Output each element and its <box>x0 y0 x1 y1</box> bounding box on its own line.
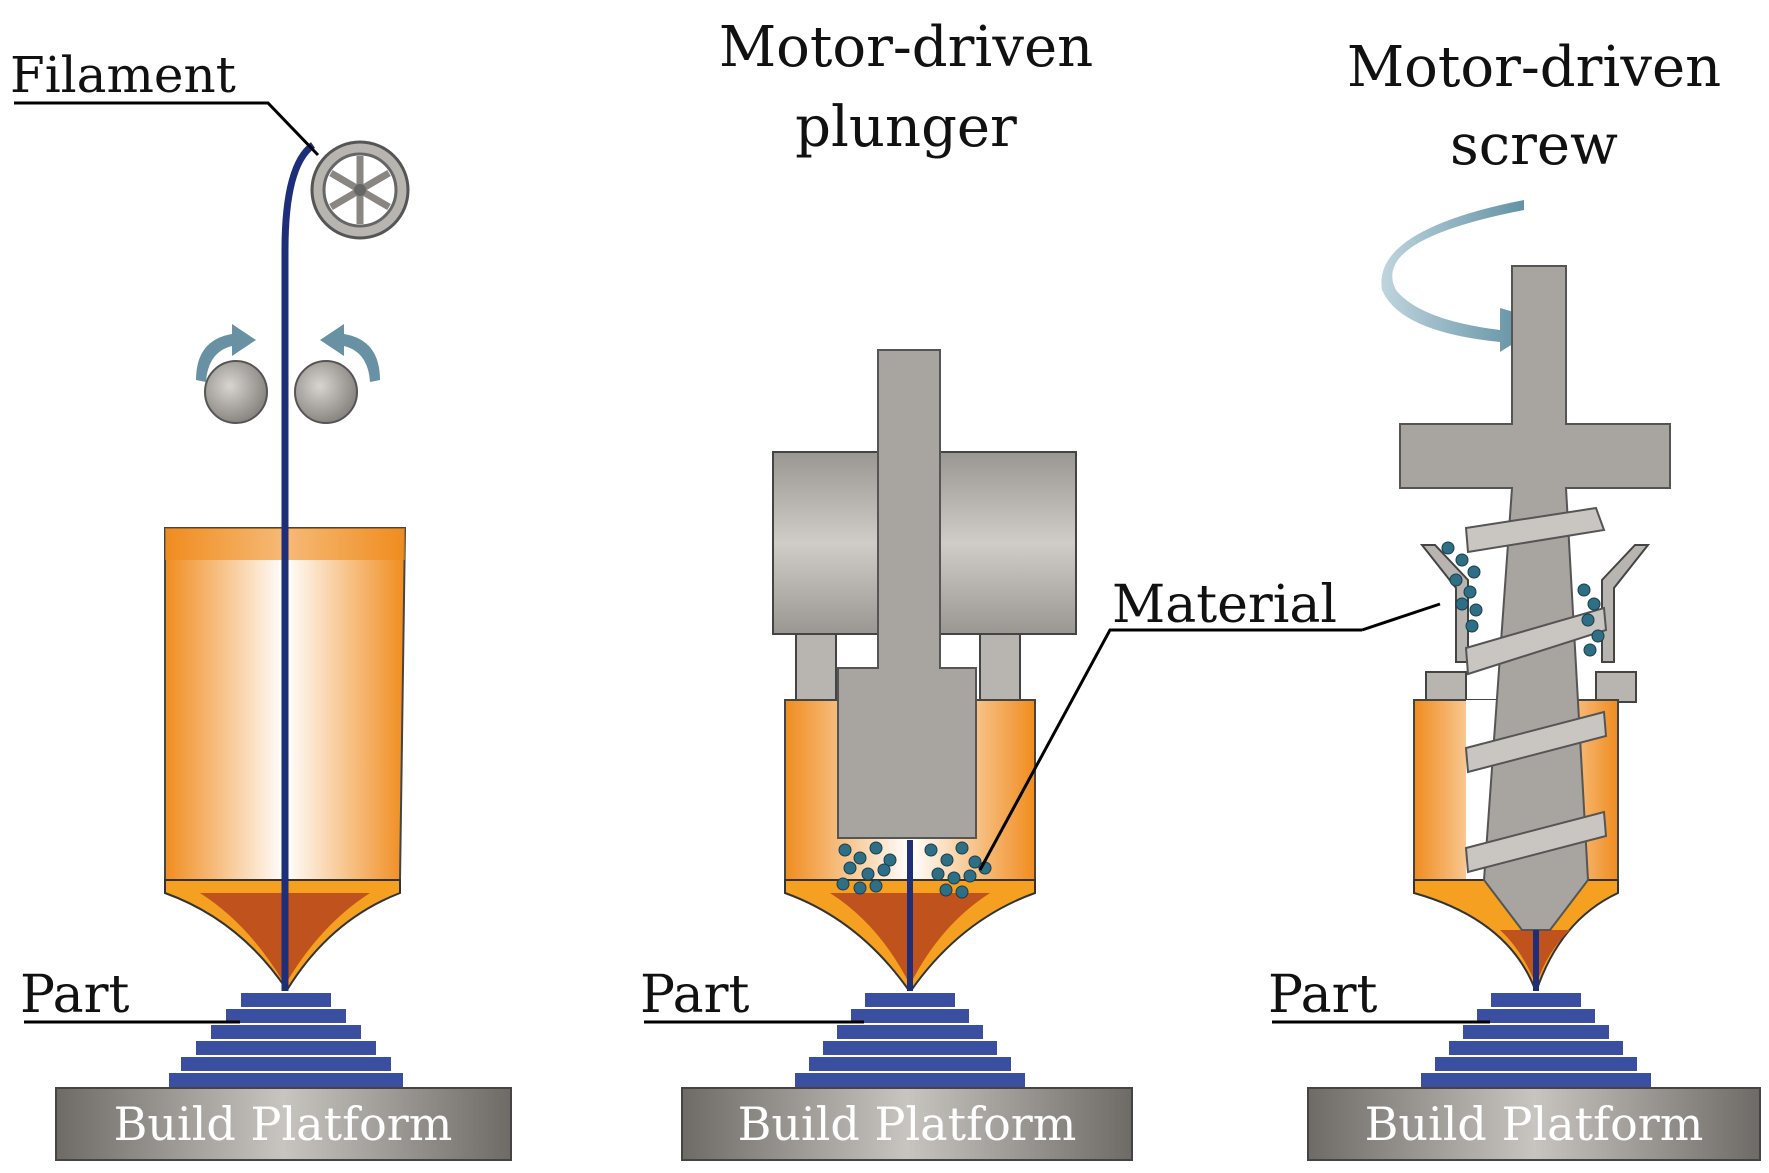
screw-flights <box>1464 506 1608 874</box>
part-middle-label: Part <box>640 965 750 1025</box>
build-platform-right-label: Build Platform <box>1365 1097 1704 1151</box>
screw-rotation-arrow-icon <box>1381 200 1548 352</box>
screw-title-line1: Motor-driven <box>1347 35 1721 100</box>
build-platform-middle <box>681 1087 1133 1161</box>
printed-part-right <box>1419 991 1653 1089</box>
filament-spool-icon <box>310 140 410 240</box>
build-platform-right <box>1307 1087 1761 1161</box>
feed-roller-left <box>204 360 268 424</box>
part-right-label: Part <box>1268 965 1378 1025</box>
rotation-arrow-left-icon <box>196 324 256 382</box>
plunger-extruder-group: Motor-driven plunger <box>640 15 1133 1161</box>
material-label: Material <box>1112 575 1337 635</box>
part-left-label: Part <box>20 965 130 1025</box>
feed-roller-right <box>294 360 358 424</box>
screw-material-pellets <box>1441 541 1605 657</box>
material-callout: Material <box>978 575 1441 871</box>
rotation-arrow-right-icon <box>320 324 380 382</box>
plunger-material-pellets <box>836 841 992 899</box>
build-platform-left-label: Build Platform <box>114 1097 453 1151</box>
screw-title-line2: screw <box>1450 113 1618 178</box>
printed-part-left <box>167 991 405 1089</box>
filament-label: Filament <box>10 46 236 104</box>
screw-extruder-group: Motor-driven screw <box>1268 35 1761 1161</box>
plunger-motor-block-left <box>772 451 896 635</box>
plunger-title-line1: Motor-driven <box>719 15 1093 80</box>
plunger-title-line2: plunger <box>795 95 1017 160</box>
filament-strand <box>281 142 316 995</box>
filament-extruder-group: Build Platform Filament Part <box>10 46 512 1161</box>
plunger-rod <box>837 349 977 839</box>
build-platform-left <box>55 1087 512 1161</box>
screw-shaft <box>1399 265 1671 931</box>
plunger-motor-block-right <box>939 451 1077 635</box>
build-platform-middle-label: Build Platform <box>738 1097 1077 1151</box>
printed-part-middle <box>793 991 1027 1089</box>
